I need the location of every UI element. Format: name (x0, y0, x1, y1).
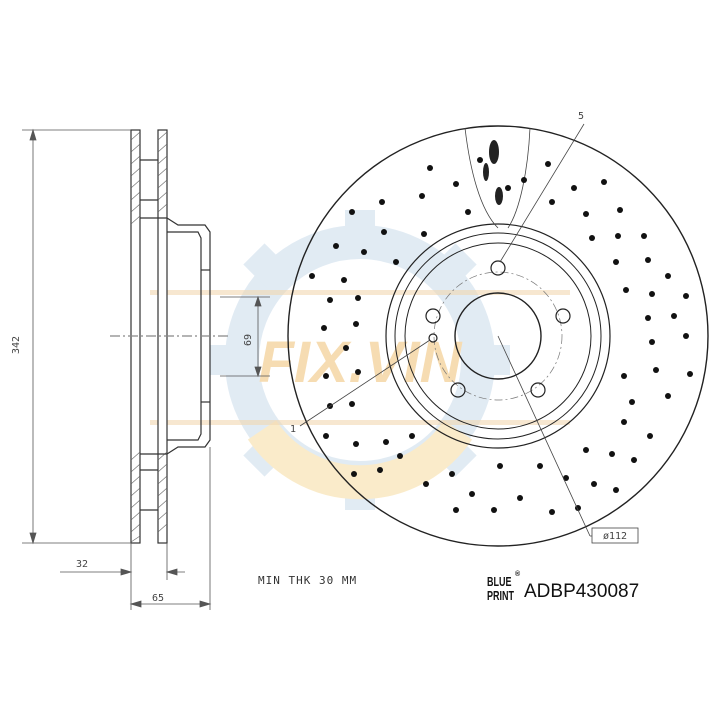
side-dimensions (22, 128, 270, 610)
callout-1-label: 1 (290, 424, 296, 435)
min-thickness-note: MIN THK 30 MM (258, 574, 357, 587)
lug-holes (425, 260, 571, 398)
bolt-circle-dimension-box: ø112 (591, 527, 639, 544)
dimension-hat-label: 69 (243, 334, 254, 346)
callout-5-label: 5 (578, 111, 584, 122)
brand-line-1: BLUE (487, 576, 511, 590)
watermark: FIX.VIN (150, 210, 570, 510)
dimension-width-label: 65 (152, 593, 164, 604)
disc-side-section (110, 129, 230, 544)
dimension-offset-label: 32 (76, 559, 88, 570)
disc-front-view (287, 125, 709, 547)
brand-line-2: PRINT (487, 590, 514, 604)
brand-registered-mark: ® (515, 570, 521, 578)
blue-print-logo: BLUE ® PRINT (487, 570, 521, 603)
part-number: ADBP430087 (524, 581, 639, 602)
drilled-holes (309, 157, 693, 515)
dimension-height-label: 342 (11, 336, 22, 354)
bolt-circle-label: ø112 (603, 531, 627, 542)
